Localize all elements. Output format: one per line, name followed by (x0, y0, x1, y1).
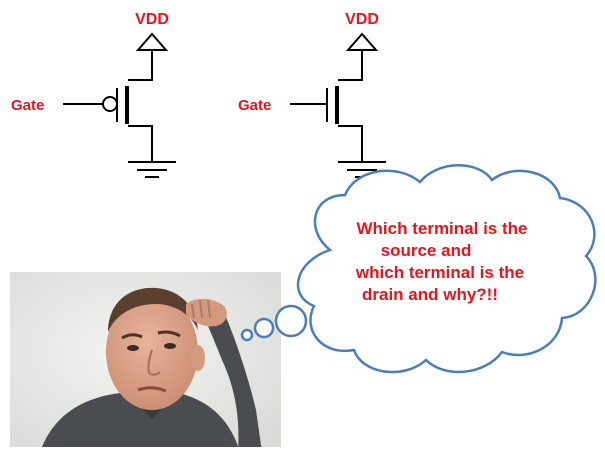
nmos-transistor: VDD Gate (238, 11, 386, 178)
gate-label-right: Gate (238, 97, 271, 114)
thought-dot-medium (253, 317, 275, 339)
question-line-4: drain and why?!! (362, 285, 498, 304)
vdd-arrow-left-icon (135, 32, 169, 51)
drain-wire-right (338, 50, 363, 81)
source-wire-right (338, 125, 363, 162)
gate-label-left: Gate (11, 97, 44, 114)
drain-wire-left (128, 50, 153, 81)
thought-bubble: Which terminal is the source and which t… (240, 164, 597, 374)
thought-dot-small (240, 328, 254, 342)
vdd-label-left: VDD (135, 11, 169, 28)
pmos-transistor: VDD Gate (11, 11, 176, 178)
confused-man-photo (10, 272, 281, 447)
question-line-2: source and (381, 241, 472, 260)
vdd-arrow-right-icon (345, 32, 379, 51)
question-line-1: Which terminal is the (357, 219, 528, 238)
vdd-label-right: VDD (345, 11, 379, 28)
gate-bubble-icon (102, 96, 118, 112)
channel-left (125, 86, 129, 124)
thought-dot-large (274, 304, 308, 338)
channel-right (335, 86, 339, 124)
source-wire-left (128, 125, 153, 162)
thought-cloud (296, 164, 597, 374)
question-line-3: which terminal is the (355, 263, 524, 282)
ground-left-icon (128, 161, 176, 178)
